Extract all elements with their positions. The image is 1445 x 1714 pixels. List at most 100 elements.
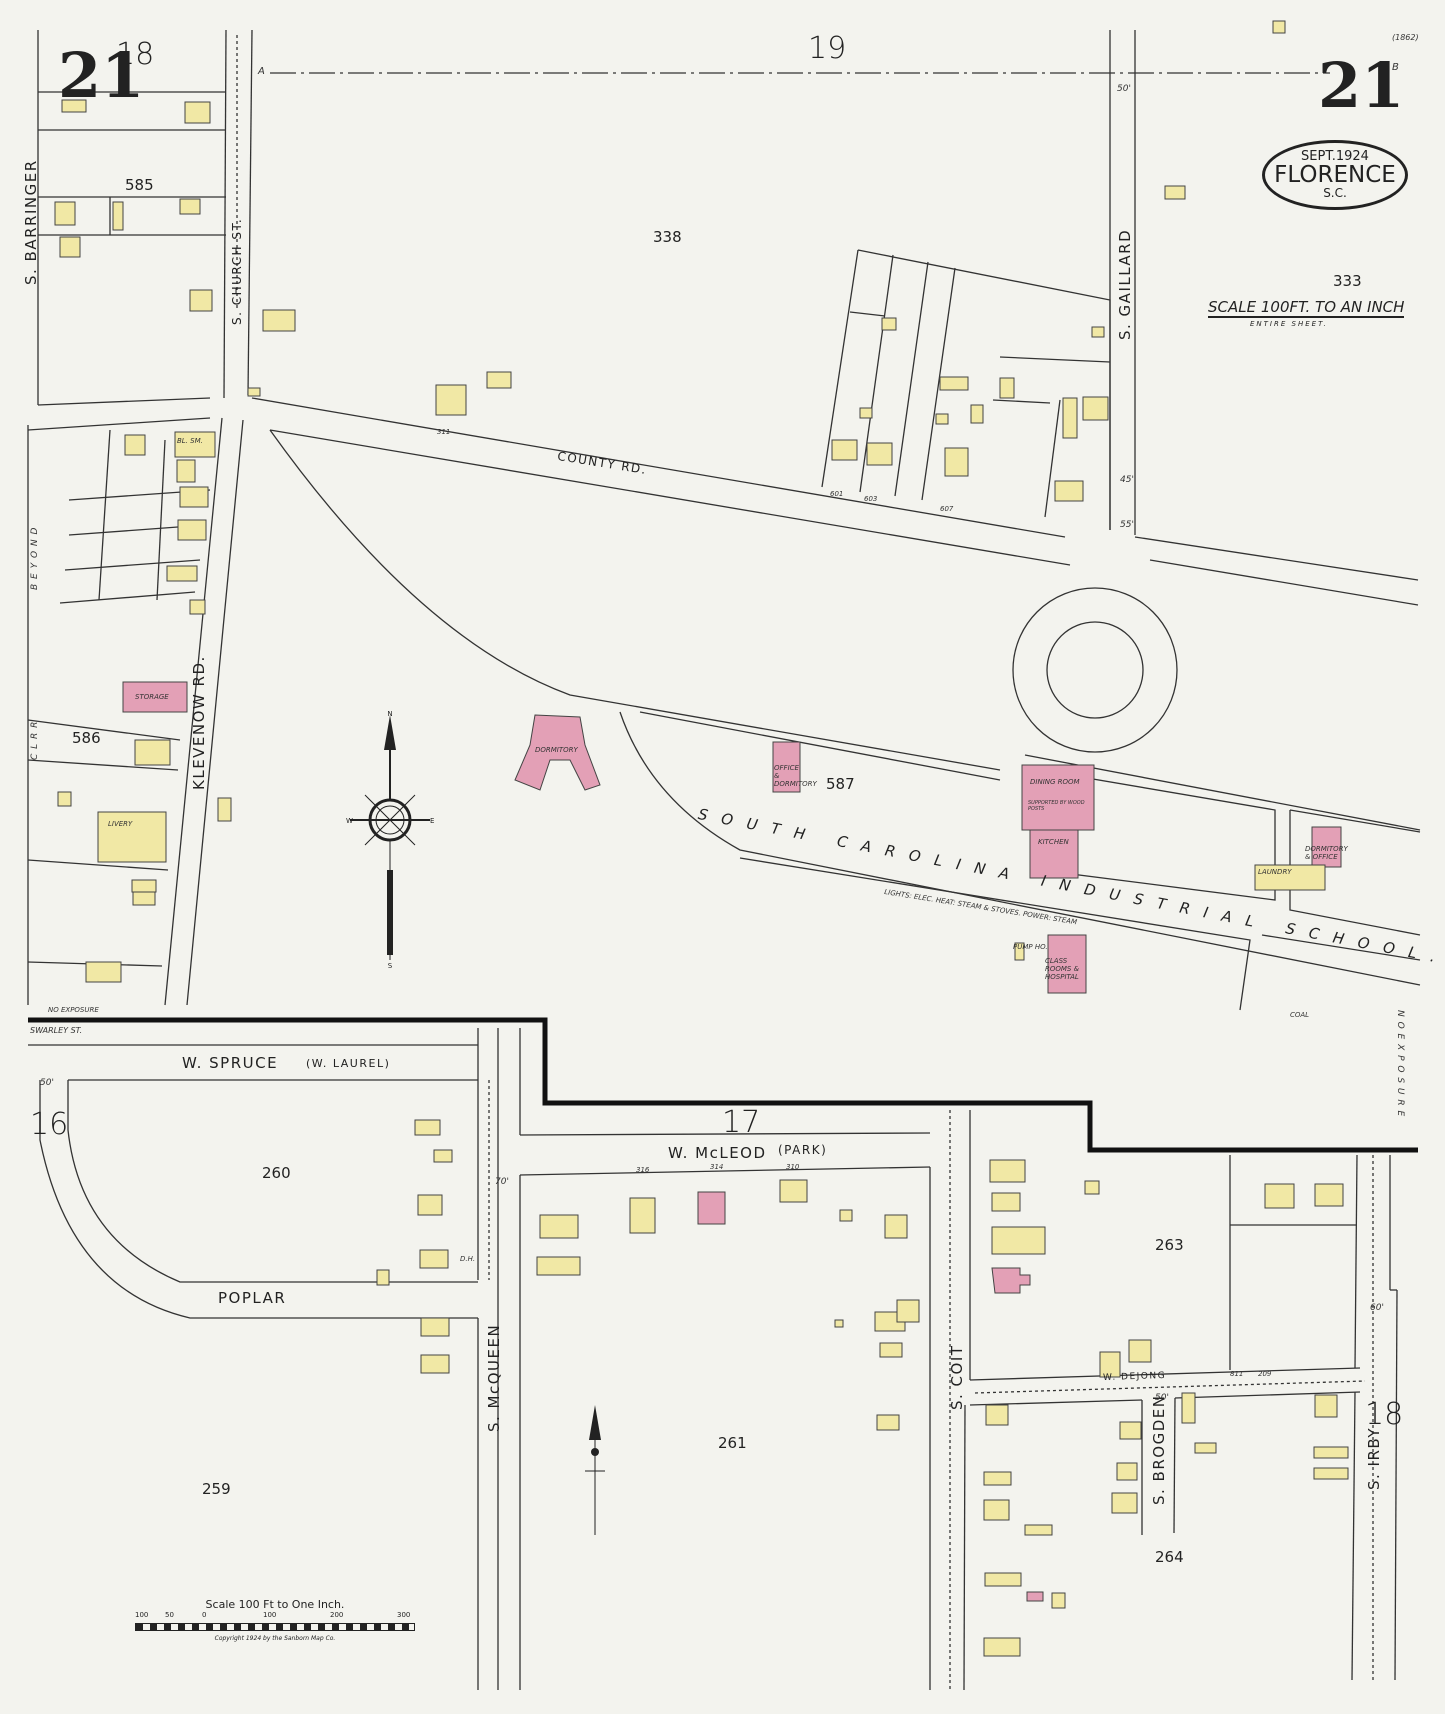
- block-259: 259: [202, 1480, 231, 1498]
- street-s-brogden: S. BROGDEN: [1150, 1394, 1168, 1505]
- scale-note: SCALE 100FT. TO AN INCH: [1208, 298, 1405, 318]
- block-587: 587: [826, 775, 855, 793]
- label-no-exposure: NO EXPOSURE: [48, 1006, 99, 1014]
- address-209: 209: [1258, 1370, 1272, 1378]
- dim-50-brogden: 50': [1155, 1393, 1169, 1403]
- block-338: 338: [653, 228, 682, 246]
- label-no-exposure-right: N O E X P O S U R E: [1395, 1010, 1405, 1118]
- street-w-spruce: W. SPRUCE: [182, 1054, 279, 1072]
- adjacent-sheet-right[interactable]: 18: [1365, 1397, 1404, 1432]
- address-310: 310: [786, 1163, 800, 1171]
- dim-55: 55': [1120, 520, 1134, 530]
- address-316: 316: [636, 1166, 650, 1174]
- address-314: 314: [710, 1163, 724, 1171]
- street-s-mcqueen: S. McQUEEN: [485, 1323, 503, 1432]
- street-swarley: SWARLEY ST.: [30, 1026, 83, 1035]
- label-beyond: B E Y O N D: [30, 526, 40, 590]
- bar-scale: Scale 100 Ft to One Inch. 100 50 0 100 2…: [135, 1598, 415, 1642]
- corner-reference: (1862): [1392, 33, 1419, 42]
- bar-scale-title: Scale 100 Ft to One Inch.: [205, 1598, 345, 1611]
- block-264: 264: [1155, 1548, 1184, 1566]
- street-w-mcleod-alt: (PARK): [778, 1143, 828, 1157]
- address-607: 607: [940, 505, 954, 513]
- adjacent-sheet-middle[interactable]: 17: [722, 1105, 761, 1140]
- svg-text:S: S: [388, 962, 393, 970]
- north-arrow-icon: [585, 1405, 605, 1535]
- scale-subnote: ENTIRE SHEET.: [1250, 320, 1328, 328]
- sheet-number-left: 21: [58, 39, 145, 112]
- block-586: 586: [72, 729, 101, 747]
- label-laundry: LAUNDRY: [1258, 868, 1292, 876]
- street-s-barringer: S. BARRINGER: [22, 159, 40, 285]
- address-603: 603: [864, 495, 878, 503]
- kitchen: [1029, 829, 1079, 879]
- dormitory-office-d: [1311, 826, 1342, 868]
- label-storage: STORAGE: [135, 693, 169, 701]
- tick-100: 100: [263, 1611, 277, 1619]
- brick-buildings: [122, 681, 1342, 1602]
- street-poplar: POPLAR: [218, 1289, 287, 1307]
- street-klevenow-rd: KLEVENOW RD.: [190, 655, 208, 790]
- street-s-coit: S. COIT: [948, 1344, 966, 1410]
- dormitory-a: [514, 714, 601, 791]
- label-dormitory: DORMITORY: [535, 746, 578, 754]
- map-date: SEPT.1924: [1301, 149, 1369, 164]
- address-311: 311: [437, 428, 451, 436]
- dim-70: 70': [495, 1177, 509, 1187]
- tick-0: 0: [202, 1611, 207, 1619]
- label-dormitory-office: DORMITORY & OFFICE: [1305, 845, 1348, 861]
- section-mark-a: A: [258, 66, 265, 77]
- class-rooms-hospital: [1047, 934, 1087, 994]
- tick-100-left: 100: [135, 1611, 149, 1619]
- section-mark-b: B: [1392, 62, 1399, 73]
- block-585: 585: [125, 176, 154, 194]
- street-s-irby: S. IRBY: [1365, 1426, 1383, 1490]
- block-261: 261: [718, 1434, 747, 1452]
- label-pump-house: PUMP HO.: [1013, 943, 1048, 951]
- label-livery: LIVERY: [108, 820, 133, 828]
- frame-buildings: [54, 20, 1349, 1657]
- dh-marker: D.H.: [460, 1255, 476, 1263]
- label-bl-sm: BL. SM.: [177, 437, 203, 445]
- label-office-dormitory: OFFICE & DORMITORY: [774, 764, 817, 788]
- address-601: 601: [830, 490, 844, 498]
- svg-text:W: W: [346, 817, 353, 825]
- tick-50: 50: [165, 1611, 174, 1619]
- block-260: 260: [262, 1164, 291, 1182]
- block-263: 263: [1155, 1236, 1184, 1254]
- tick-200: 200: [330, 1611, 344, 1619]
- copyright-note: Copyright 1924 by the Sanborn Map Co.: [214, 1635, 336, 1642]
- label-cl-rr: C L R R: [30, 720, 40, 760]
- dining-room-c: [1021, 764, 1095, 831]
- title-cartouche: SEPT.1924 FLORENCE S.C.: [1262, 140, 1408, 210]
- label-class-rooms-hospital: CLASS ROOMS & HOSPITAL: [1045, 957, 1080, 981]
- adjacent-sheet-left[interactable]: 16: [30, 1107, 69, 1142]
- bar-scale-ticks: 100 50 0 100 200 300: [135, 1611, 415, 1621]
- street-s-church: S. CHURCH ST.: [230, 217, 244, 325]
- label-coal: COAL: [1290, 1011, 1310, 1019]
- adjacent-sheet-top[interactable]: 19: [808, 31, 847, 66]
- adjacent-sheet-top-left[interactable]: 18: [116, 37, 155, 72]
- bar-scale-bar: [135, 1623, 415, 1631]
- svg-text:N: N: [387, 710, 392, 718]
- dim-50-spruce: 50': [40, 1078, 54, 1088]
- label-dining-note: SUPPORTED BY WOOD POSTS: [1028, 800, 1085, 812]
- dim-60: 60': [1370, 1303, 1384, 1313]
- dim-50-gaillard: 50': [1117, 84, 1131, 94]
- street-w-mcleod: W. McLEOD: [668, 1144, 767, 1162]
- street-w-spruce-alt: (W. LAUREL): [306, 1057, 391, 1070]
- sheet-number-right: 21: [1318, 49, 1405, 122]
- tick-300: 300: [397, 1611, 411, 1619]
- label-kitchen: KITCHEN: [1038, 838, 1069, 846]
- compass-rose-icon: N W E S: [346, 710, 434, 970]
- label-dining-room: DINING ROOM: [1030, 778, 1080, 786]
- address-811: 811: [1230, 1370, 1244, 1378]
- city-name: FLORENCE: [1274, 162, 1396, 188]
- dim-45: 45': [1120, 475, 1134, 485]
- office-dormitory-b: [772, 741, 801, 793]
- storage-building: [122, 681, 188, 713]
- svg-text:E: E: [430, 817, 434, 825]
- block-333: 333: [1333, 272, 1362, 290]
